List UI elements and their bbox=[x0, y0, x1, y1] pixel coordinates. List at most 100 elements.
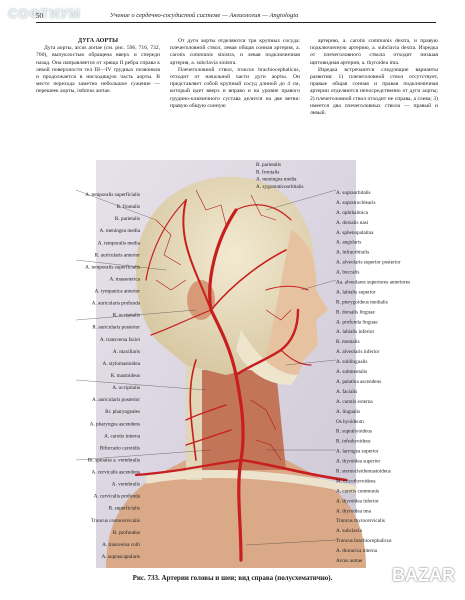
figure-label: Bifurcatio carotidis bbox=[100, 444, 140, 451]
figure-label: A. palatina ascendens bbox=[336, 379, 381, 385]
figure-label: Arcus aortae bbox=[336, 558, 363, 564]
figure-label: A. maxillaris bbox=[113, 349, 140, 355]
figure-label: Rr. pharyngeales bbox=[105, 409, 140, 415]
figure-label: A. suprascapularis bbox=[102, 554, 140, 560]
labels-right: A. supraorbitalis A. supratrochlearis A. o… bbox=[336, 190, 410, 564]
figure-label: A. subclavia bbox=[336, 528, 363, 534]
figure-label: R. auricularis anterior bbox=[95, 252, 141, 258]
figure-label: A. labialis superior bbox=[336, 289, 376, 295]
figure-label: A. sphenopalatina bbox=[336, 230, 374, 236]
figure-label: A. meningea media bbox=[256, 177, 297, 183]
figure-label: A. dorsalis nasi bbox=[336, 220, 369, 226]
figure-label: A. stylomastoidea bbox=[103, 361, 141, 367]
figure-label: A. cervicalis profunda bbox=[94, 493, 141, 500]
figure-label: A. thoracica interna bbox=[336, 548, 378, 554]
figure-label: R. superficialis bbox=[109, 505, 140, 512]
section-title: ДУГА АОРТЫ bbox=[78, 38, 118, 44]
figure-label: Rr. spinales a. vertebralis bbox=[88, 457, 140, 463]
figure-label: A. supraorbitalis bbox=[336, 190, 371, 196]
figure-label: A. temporalis superficialis bbox=[85, 263, 140, 270]
site-brand-watermark: СОФТИУМ bbox=[8, 6, 81, 21]
cervical-spine bbox=[186, 350, 202, 480]
figure-label: Truncus brachiocephalicus bbox=[336, 538, 392, 544]
figure-label: A. alveolaris inferior bbox=[336, 348, 380, 355]
figure-label: R. parietalis bbox=[256, 162, 281, 168]
figure-label: R. occipitalis bbox=[113, 313, 140, 319]
figure-caption: Рис. 733. Артерии головы и шеи; вид спра… bbox=[132, 574, 333, 582]
figure-label: A. occipitalis bbox=[112, 385, 140, 391]
figure-label: R. sternocleidomastoideus bbox=[336, 468, 391, 474]
paragraph: От дуги аорты отделяются три крупных сос… bbox=[170, 38, 300, 66]
figure-label: A. laryngea superior bbox=[336, 449, 379, 455]
text-column-3: артерию, a. carotis communis dextra, и п… bbox=[310, 38, 438, 117]
paragraph: Дуга аорты, arcus aortae (см. рис. 596, … bbox=[36, 45, 160, 95]
figure-label: A. thyroidea ima bbox=[336, 508, 372, 514]
figure-label: A. supratrochlearis bbox=[336, 200, 375, 206]
page-number: 50 bbox=[36, 12, 43, 20]
figure-label: A. tympanica anterior bbox=[95, 289, 141, 295]
figure-label: R. frontalis bbox=[117, 203, 140, 210]
mandible bbox=[236, 330, 298, 385]
figure-label: A. thyroidea inferior bbox=[336, 497, 379, 504]
figure-label: A. transversa faciei bbox=[100, 336, 141, 343]
figure-label: A. infraorbitalis bbox=[336, 249, 369, 256]
figure-label: A. cervicalis ascendens bbox=[91, 470, 140, 476]
arteries bbox=[134, 199, 348, 562]
figure-label: A. auricularis profunda bbox=[92, 300, 141, 307]
figure-label: R. suprahyoideus bbox=[336, 429, 372, 435]
figure-label: Os hyoideum bbox=[336, 419, 364, 425]
figure-label: M. cricothyroideus bbox=[336, 478, 375, 484]
page-header: СОФТИУМ 50 Учение о сердечно-сосудистой … bbox=[0, 0, 465, 26]
figure-label: A. masseterica bbox=[109, 276, 140, 282]
figure-label: A. meningea media bbox=[100, 228, 141, 234]
figure-label: Truncus costocervicalis bbox=[91, 518, 140, 524]
figure-label: A. angularis bbox=[336, 240, 361, 246]
figure-label: A. temporalis superficialis bbox=[85, 191, 140, 198]
figure-label: A. lingualis bbox=[336, 409, 360, 415]
figure-label: A. facialis bbox=[336, 388, 357, 395]
text-column-1: ДУГА АОРТЫ Дуга аорты, arcus aortae (см.… bbox=[36, 38, 160, 96]
figure-label: A. sublingualis bbox=[336, 359, 367, 365]
text-column-2: От дуги аорты отделяются три крупных сос… bbox=[170, 38, 300, 110]
figure-label: A. temporalis media bbox=[98, 240, 141, 246]
figure-label: A. carotis interna bbox=[104, 433, 141, 439]
bazar-watermark: BAZAR bbox=[392, 565, 455, 585]
paragraph: Плечеголовной ствол, truncus brachioceph… bbox=[170, 66, 300, 109]
header-rule bbox=[36, 22, 436, 23]
figure-label: R. profundus bbox=[113, 529, 140, 536]
figure-label: A. buccalis bbox=[336, 270, 359, 276]
figure-label: A. carotis externa bbox=[336, 399, 373, 405]
paragraph: артерию, a. carotis communis dextra, и п… bbox=[310, 38, 438, 66]
figure-label: A. submentalis bbox=[336, 369, 367, 375]
neck-muscles bbox=[186, 370, 286, 470]
figure-label: R. dorsalis linguae bbox=[336, 309, 375, 315]
arteriole-network bbox=[155, 189, 292, 461]
figure-label: A. thyroidea superior bbox=[336, 459, 380, 465]
figure-label: R. infrahyoideus bbox=[336, 438, 371, 445]
figure-label: Truncus thyrocervicalis bbox=[336, 518, 385, 524]
figure-label: A. vertebralis bbox=[112, 482, 140, 488]
face bbox=[266, 230, 328, 382]
figure-label: A. transversa colli bbox=[102, 542, 140, 548]
figure-label: A. pharyngea ascendens bbox=[90, 421, 140, 427]
figure-label: A. ophthalmica bbox=[336, 210, 369, 216]
figure-label: R. parietalis bbox=[115, 216, 140, 222]
labels-left: A. temporalis superficialis R. frontalisR… bbox=[85, 191, 141, 560]
figure-label: A. alveolaris superior posterior bbox=[336, 260, 401, 266]
figure-label: A. labialis inferior bbox=[336, 328, 374, 335]
figure-label: A. zygomaticoorbitalis bbox=[256, 184, 304, 190]
figure-label: Aa. alveolares superiores anteriores bbox=[336, 280, 410, 286]
figure-label: A. profunda linguae bbox=[336, 318, 378, 325]
figure-label: R. frontalis bbox=[256, 168, 279, 175]
figure-label: R. mentalis bbox=[336, 339, 360, 345]
figure-label: A. carotis communis bbox=[336, 488, 379, 494]
running-head: Учение о сердечно-сосудистой системе — А… bbox=[110, 12, 299, 19]
leader-lines bbox=[75, 189, 337, 546]
shoulder-torso bbox=[106, 460, 366, 568]
figure-label: R. pterygoideus medialis bbox=[336, 299, 388, 305]
figure-label: A. auricularis posterior bbox=[92, 397, 140, 403]
figure-label: R. mastoideus bbox=[111, 373, 140, 379]
